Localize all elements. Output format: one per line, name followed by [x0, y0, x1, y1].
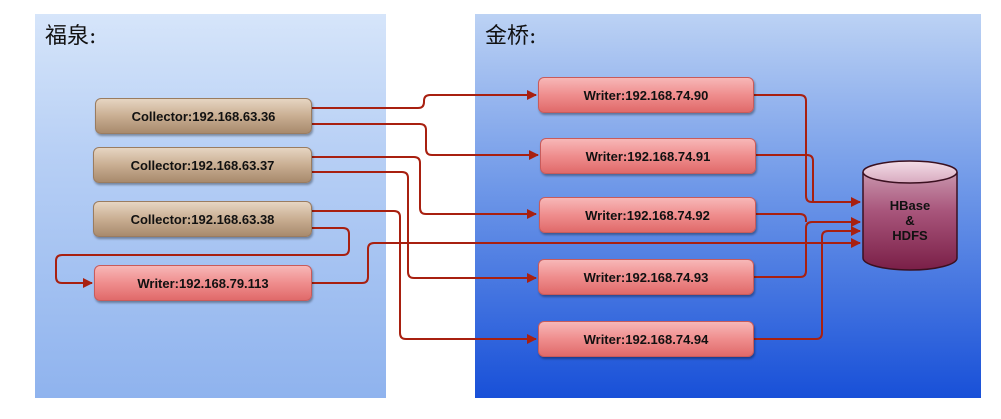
- edge-writer91-storage: [756, 154, 814, 202]
- collector-node-38: Collector:192.168.63.38: [93, 201, 312, 237]
- collector-label-36: Collector:192.168.63.36: [131, 108, 276, 124]
- edge-writer113-storage: [312, 238, 861, 284]
- writer-label-113: Writer:192.168.79.113: [137, 275, 269, 291]
- writer-node-92: Writer:192.168.74.92: [539, 197, 756, 233]
- collector-node-37: Collector:192.168.63.37: [93, 147, 312, 183]
- edge-collector37-writer93: [312, 171, 537, 283]
- collector-label-37: Collector:192.168.63.37: [130, 157, 275, 173]
- edge-writer90-storage: [754, 94, 861, 207]
- region-title-jinqiao: 金桥:: [485, 24, 537, 49]
- writer-node-91: Writer:192.168.74.91: [540, 138, 756, 174]
- edge-collector36-writer91: [312, 123, 539, 160]
- edge-collector36-writer90: [312, 90, 537, 109]
- storage-label: HBase & HDFS: [862, 198, 958, 243]
- storage-cylinder-icon: [862, 160, 958, 271]
- edge-writer94-storage: [754, 226, 861, 340]
- writer-node-113: Writer:192.168.79.113: [94, 265, 312, 301]
- storage-label-hdfs: HDFS: [892, 228, 928, 243]
- writer-label-94: Writer:192.168.74.94: [583, 331, 709, 347]
- writer-node-90: Writer:192.168.74.90: [538, 77, 754, 113]
- writer-label-91: Writer:192.168.74.91: [585, 148, 711, 164]
- edge-collector38-writer94: [312, 210, 537, 344]
- collector-label-38: Collector:192.168.63.38: [130, 211, 275, 227]
- edge-collector37-writer92: [312, 156, 537, 219]
- writer-label-93: Writer:192.168.74.93: [583, 269, 709, 285]
- writer-node-94: Writer:192.168.74.94: [538, 321, 754, 357]
- writer-label-90: Writer:192.168.74.90: [583, 87, 709, 103]
- edge-writer93-storage: [754, 217, 861, 278]
- storage-label-hbase: HBase: [889, 198, 931, 213]
- collector-node-36: Collector:192.168.63.36: [95, 98, 312, 134]
- storage-label-ampersand: &: [905, 213, 915, 228]
- writer-node-93: Writer:192.168.74.93: [538, 259, 754, 295]
- region-title-fuquan: 福泉:: [45, 24, 97, 49]
- writer-label-92: Writer:192.168.74.92: [585, 207, 710, 223]
- edge-collector38-writer113: [55, 227, 350, 288]
- edge-writer92-storage: [756, 213, 807, 222]
